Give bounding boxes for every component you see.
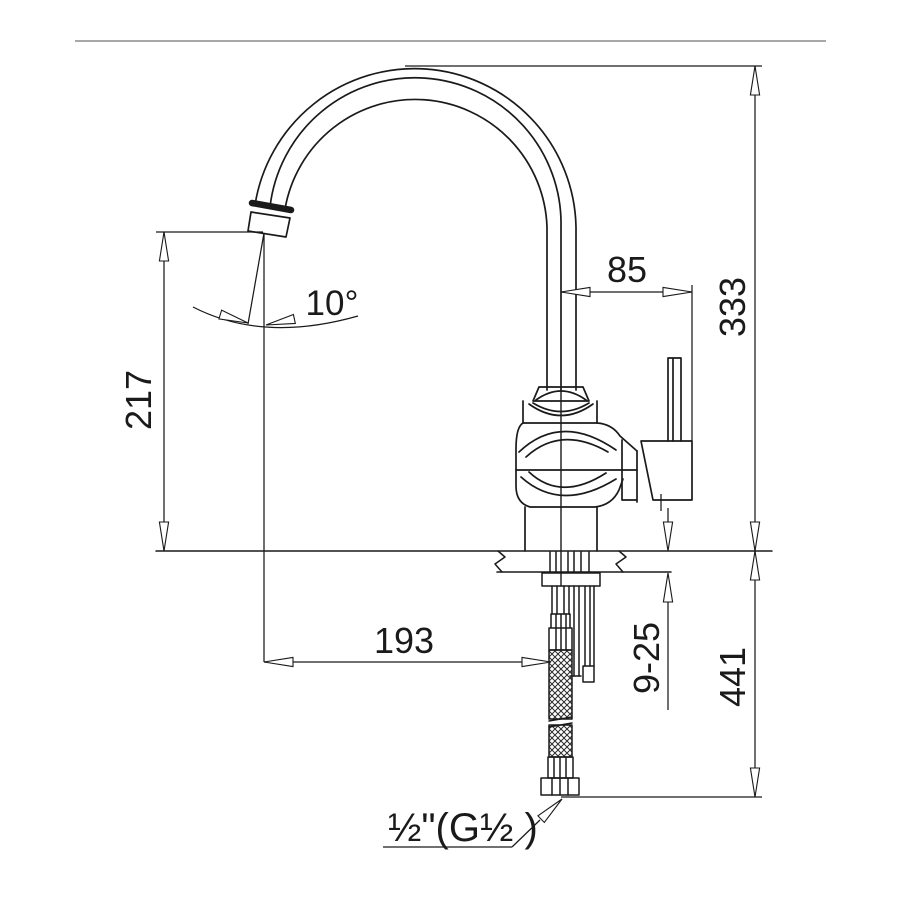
spout-collar [532,386,590,402]
dimension-217: 217 [118,231,263,552]
spout-inner-line [284,98,548,391]
dim-925-label: 9-25 [626,622,667,694]
connection-leader-line [511,819,541,848]
hose-braid-upper [548,649,573,720]
angle-label: 10° [306,284,359,323]
dimension-441: 441 [561,550,762,798]
handle-cap [640,440,693,501]
neck-band [522,400,598,424]
handle-lever [640,357,693,501]
mounting-hardware [541,551,601,683]
dimension-9-25: 9-25 [626,494,674,710]
dim-925-arrow-down [662,521,674,552]
hose-break-lines [548,716,573,728]
spout-aerator [247,211,291,238]
connection-leader-arrow [537,795,566,824]
dim-85-arrow-right [662,286,693,298]
dim-217-arrow-down [158,521,170,552]
gooseneck-spout [247,67,577,391]
dim-193-arrow-left [263,656,294,668]
dimensions: 217 10° 85 333 [118,65,762,850]
hose-braid-lower [548,724,573,758]
rear-supply-tubes [573,585,595,677]
dimension-333: 333 [405,65,762,552]
body-base-column [524,506,598,552]
faucet-outline [155,67,773,796]
dim-85-label: 85 [607,249,647,290]
body-bowl-curves [520,471,617,497]
faucet-body [515,386,638,587]
spout-outer-line [254,67,577,391]
dim-925-arrow-up [662,572,674,603]
dim-333-arrow-up [749,65,761,96]
lower-nut-ribs [553,756,567,779]
dim-441-arrow-down [749,767,761,798]
body-right-flare [596,422,638,452]
body-shoulder-curves [518,430,617,458]
end-fitting-facets [551,777,569,796]
countertop-break-left [494,550,506,573]
angle-arc [192,306,359,329]
spout-axis-tilted-line [247,232,265,325]
dimension-85: 85 [560,249,693,441]
hose-end-fitting [540,777,580,796]
deck-shank-lines [549,551,590,573]
dim-193-label: 193 [374,620,434,661]
handle-bar [667,357,682,442]
label-connection-size: ½"(G½ ) [383,795,566,850]
spout-band [248,199,295,214]
mounting-flange [541,572,601,587]
dim-193-arrow-right [521,656,552,668]
supply-hose [540,649,580,796]
dim-217-arrow-up [158,231,170,262]
dimension-angle-10: 10° [192,232,359,662]
dimension-193: 193 [263,620,552,668]
connection-size-label: ½"(G½ ) [388,806,538,850]
spout-middle-line [269,76,562,391]
upper-nut-ribs [555,613,567,651]
dim-441-label: 441 [712,647,753,707]
dim-333-label: 333 [712,277,753,337]
countertop-break-right [615,550,627,573]
shank-tubes [551,585,570,615]
dim-441-arrow-up [749,550,761,581]
dim-217-label: 217 [118,370,159,430]
body-left-outline [515,422,624,508]
rear-tube-tip [582,665,595,683]
countertop-section [155,550,773,573]
dim-333-arrow-down [749,521,761,552]
